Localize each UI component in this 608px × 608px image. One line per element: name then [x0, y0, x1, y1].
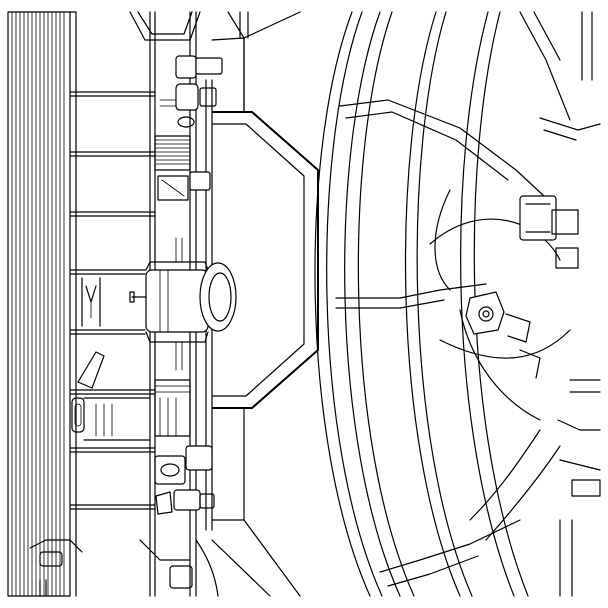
motor-cylinder: [129, 237, 237, 371]
dimension-marker: [81, 277, 101, 327]
lower-bracket: [71, 351, 151, 441]
fan-hub: [465, 11, 601, 597]
fan-blades: [335, 11, 601, 587]
lower-coil: [154, 379, 215, 515]
upper-clip-assembly: [129, 11, 223, 128]
upper-coil: [154, 135, 211, 201]
bottom-fasteners: [29, 539, 219, 597]
shroud-outline: [211, 11, 319, 597]
mounting-ribs: [69, 91, 156, 510]
radiator-core: [7, 11, 77, 597]
